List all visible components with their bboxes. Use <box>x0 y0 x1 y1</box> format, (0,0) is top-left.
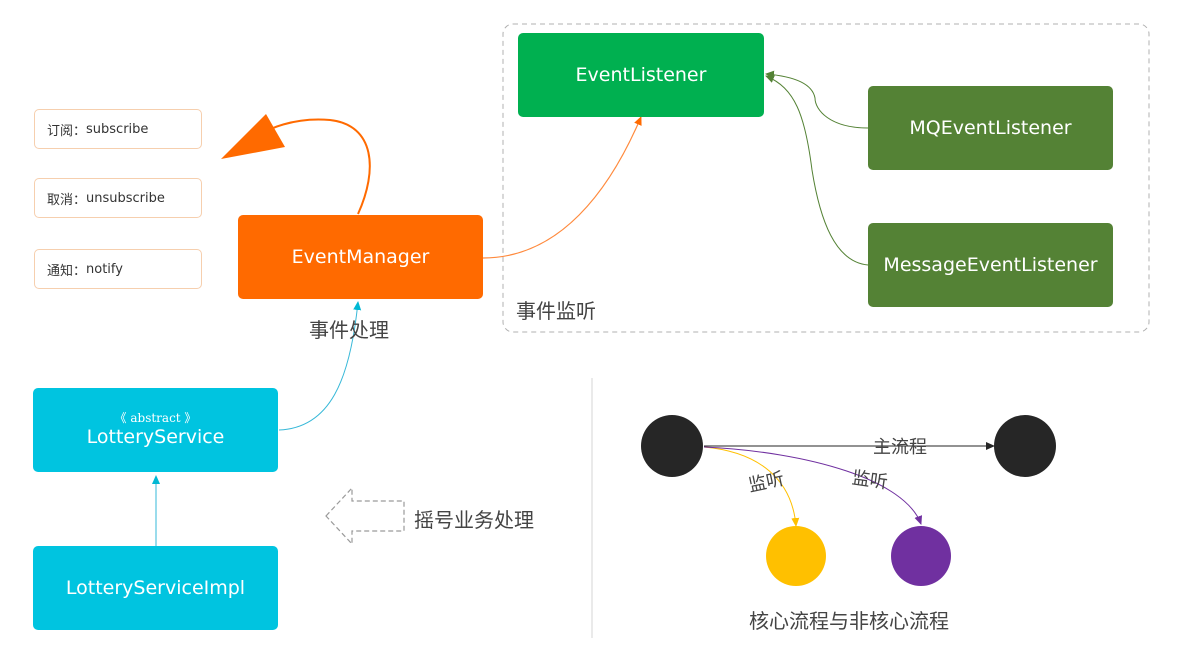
abstract-stereotype: 《 abstract 》 <box>114 411 197 425</box>
op-subscribe-key: 订阅： <box>47 123 87 139</box>
op-unsubscribe: 取消：unsubscribe <box>34 178 202 218</box>
event-manager-label: EventManager <box>291 246 430 268</box>
mq-event-listener-label: MQEventListener <box>909 117 1072 139</box>
op-unsubscribe-key: 取消： <box>47 192 87 208</box>
op-subscribe: 订阅：subscribe <box>34 109 202 149</box>
listener-group-frame <box>502 23 1150 333</box>
event-listener-node: EventListener <box>518 33 764 117</box>
mq-event-listener-node: MQEventListener <box>868 86 1113 170</box>
listen-yellow-arrow <box>703 446 800 527</box>
op-notify: 通知：notify <box>34 249 202 289</box>
listen-label-purple: 监听 <box>850 467 890 494</box>
op-notify-name: notify <box>86 261 123 277</box>
lottery-service-impl-node: LotteryServiceImpl <box>33 546 278 630</box>
op-unsubscribe-name: unsubscribe <box>86 190 165 206</box>
listener-group-caption: 事件监听 <box>516 299 596 323</box>
start-node <box>641 415 703 477</box>
purple-listener-node <box>891 526 951 586</box>
message-event-listener-label: MessageEventListener <box>883 254 1098 276</box>
process-left-arrow <box>325 486 405 546</box>
lottery-service-node: 《 abstract 》 LotteryService <box>33 388 278 472</box>
lottery-service-impl-label: LotteryServiceImpl <box>65 577 246 599</box>
event-manager-node: EventManager <box>238 215 483 299</box>
main-flow-label: 主流程 <box>873 437 927 458</box>
op-subscribe-name: subscribe <box>86 121 149 137</box>
event-listener-label: EventListener <box>575 64 707 86</box>
listen-purple-arrow <box>703 446 923 525</box>
event-manager-caption: 事件处理 <box>309 318 389 342</box>
op-notify-key: 通知： <box>47 263 87 279</box>
service-to-manager-arrow <box>278 301 362 431</box>
yellow-listener-node <box>766 526 826 586</box>
message-to-listener-arrow <box>765 75 869 266</box>
manager-to-listener-arrow <box>482 116 642 259</box>
event-manager-loop-arrowhead <box>221 114 285 159</box>
message-event-listener-node: MessageEventListener <box>868 223 1113 307</box>
flow-caption: 核心流程与非核心流程 <box>749 609 949 633</box>
process-label: 摇号业务处理 <box>414 508 534 532</box>
mq-to-listener-arrow <box>765 70 869 129</box>
lottery-service-label: LotteryService <box>86 426 225 448</box>
end-node <box>994 415 1056 477</box>
